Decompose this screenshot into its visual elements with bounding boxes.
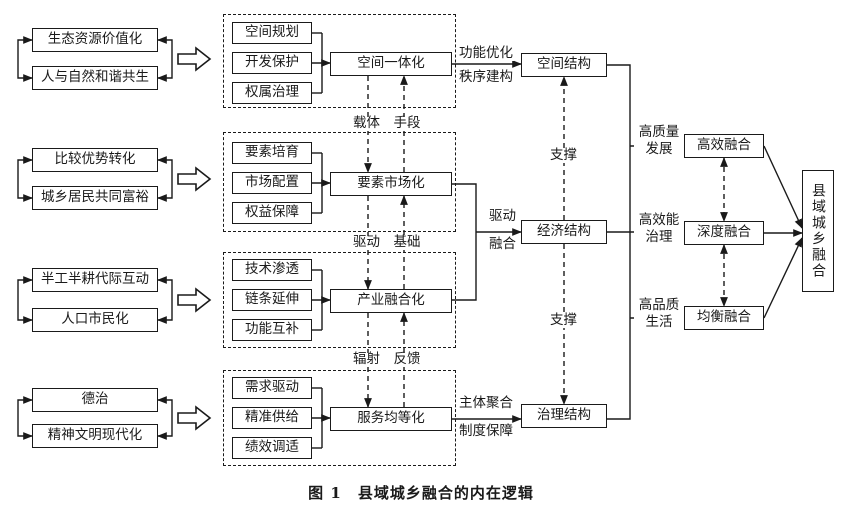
link-label-2b: 融合	[488, 236, 517, 252]
link-label-1b: 秩序建构	[458, 69, 514, 85]
goal-box-3a: 半工半耕代际互动	[32, 268, 158, 292]
means-box-1-1: 空间规划	[232, 22, 312, 44]
structure-box-governance: 治理结构	[521, 404, 607, 428]
mid-box-4: 服务均等化	[330, 407, 452, 431]
support-label-1: 支撑	[549, 147, 578, 163]
means-box-4-2: 精准供给	[232, 407, 312, 429]
support-label-2: 支撑	[549, 312, 578, 328]
means-box-3-3: 功能互补	[232, 319, 312, 341]
outcome-label-1-line2: 发展	[645, 141, 673, 157]
group-frame-4	[223, 370, 456, 466]
structure-box-space: 空间结构	[521, 53, 607, 77]
goal-box-4b: 精神文明现代化	[32, 424, 158, 448]
link-label-4a: 主体聚合	[458, 395, 514, 411]
outcome-box-balanced: 均衡融合	[684, 306, 764, 330]
means-box-4-1: 需求驱动	[232, 377, 312, 399]
means-box-1-3: 权属治理	[232, 82, 312, 104]
outcome-box-efficient: 高效融合	[684, 134, 764, 158]
outcome-label-3: 高品质 生活	[634, 297, 684, 331]
goal-box-2a: 比较优势转化	[32, 148, 158, 172]
goal-right-bracket-8	[157, 396, 173, 440]
group-frame-3	[223, 252, 456, 348]
outcome-label-2-line2: 治理	[645, 229, 673, 245]
goal-box-4a: 德治	[32, 388, 158, 412]
goal-right-bracket-6	[157, 276, 173, 324]
means-box-3-2: 链条延伸	[232, 289, 312, 311]
means-box-2-1: 要素培育	[232, 142, 312, 164]
means-box-2-3: 权益保障	[232, 202, 312, 224]
mid-box-3: 产业融合化	[330, 289, 452, 313]
link-label-4b: 制度保障	[458, 423, 514, 439]
group-frame-2	[223, 132, 456, 232]
between-label-2: 驱动 基础	[352, 234, 422, 250]
goal-box-1b: 人与自然和谐共生	[32, 66, 158, 90]
outcome-label-1-line1: 高质量	[638, 124, 680, 140]
group-frame-1	[223, 14, 456, 108]
between-label-1: 载体 手段	[352, 115, 422, 131]
group-hollow-arrow-2	[177, 166, 212, 192]
outcome-label-1: 高质量 发展	[634, 124, 684, 158]
goal-left-bracket-7	[17, 396, 33, 440]
goal-box-3b: 人口市民化	[32, 308, 158, 332]
final-box: 县域城乡融合	[802, 170, 834, 292]
outcome-label-3-line2: 生活	[645, 314, 673, 330]
goal-right-bracket-4	[157, 156, 173, 202]
goal-left-bracket-1	[17, 36, 33, 82]
figure-caption-text: 县域城乡融合的内在逻辑	[357, 484, 534, 502]
group-hollow-arrow-1	[177, 46, 212, 72]
link-label-2a: 驱动	[488, 208, 517, 224]
figure-caption: 图 1 县域城乡融合的内在逻辑	[0, 482, 842, 503]
outcome-box-deep: 深度融合	[684, 221, 764, 245]
goal-box-1a: 生态资源价值化	[32, 28, 158, 52]
outcome-label-2: 高效能 治理	[634, 212, 684, 246]
goal-right-bracket-2	[157, 36, 173, 82]
means-box-2-2: 市场配置	[232, 172, 312, 194]
group-hollow-arrow-4	[177, 405, 212, 431]
mid-box-1: 空间一体化	[330, 52, 452, 76]
goal-box-2b: 城乡居民共同富裕	[32, 186, 158, 210]
link-label-1a: 功能优化	[458, 45, 514, 61]
group-hollow-arrow-3	[177, 287, 212, 313]
outcome-label-2-line1: 高效能	[638, 212, 680, 228]
economy-bracket-32	[452, 183, 477, 301]
goal-left-bracket-5	[17, 276, 33, 324]
mid-box-2: 要素市场化	[330, 172, 452, 196]
means-box-1-2: 开发保护	[232, 52, 312, 74]
outcome-label-3-line1: 高品质	[638, 297, 680, 313]
goal-left-bracket-3	[17, 156, 33, 202]
structure-collector-37	[607, 64, 631, 420]
figure-caption-label: 图 1	[308, 484, 342, 502]
structure-box-economy: 经济结构	[521, 220, 607, 244]
outcome-to-final-arrow-45	[763, 237, 803, 319]
outcome-to-final-arrow-43	[763, 145, 803, 229]
between-label-3: 辐射 反馈	[352, 351, 422, 367]
means-box-4-3: 绩效调适	[232, 437, 312, 459]
means-box-3-1: 技术渗透	[232, 259, 312, 281]
